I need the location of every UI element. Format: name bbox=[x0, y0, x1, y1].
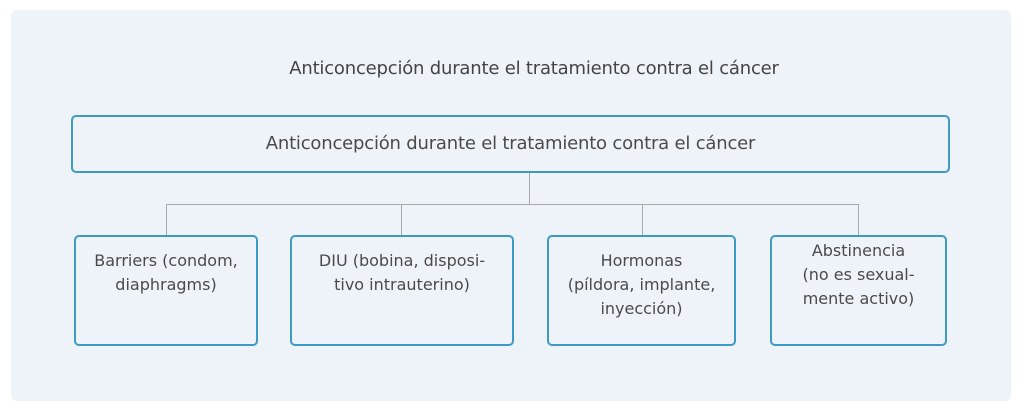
root-node-label: Anticoncepción durante el tratamiento co… bbox=[265, 133, 756, 154]
child-node-line: inyección) bbox=[600, 299, 683, 318]
child-node-abstinencia: Abstinencia (no es sexual- mente activo) bbox=[770, 235, 947, 346]
diagram-title: Anticoncepción durante el tratamiento co… bbox=[289, 58, 779, 79]
child-node-line: diaphragms) bbox=[115, 275, 217, 294]
child-node-line: (píldora, implante, bbox=[567, 275, 716, 294]
connector-drop-1 bbox=[166, 204, 167, 235]
connector-drop-4 bbox=[858, 204, 859, 235]
child-node-line: (no es sexual- bbox=[802, 265, 915, 284]
child-node-barriers: Barriers (condom, diaphragms) bbox=[74, 235, 258, 346]
child-node-line: Abstinencia bbox=[811, 241, 906, 260]
child-node-diu: DIU (bobina, disposi- tivo intrauterino) bbox=[290, 235, 514, 346]
connector-horizontal bbox=[166, 204, 859, 205]
child-node-line: Hormonas bbox=[600, 251, 683, 270]
root-node: Anticoncepción durante el tratamiento co… bbox=[71, 115, 950, 173]
child-node-hormonas: Hormonas (píldora, implante, inyección) bbox=[547, 235, 736, 346]
connector-root-vertical bbox=[529, 173, 530, 204]
connector-drop-3 bbox=[642, 204, 643, 235]
child-node-line: tivo intrauterino) bbox=[334, 275, 470, 294]
child-node-line: mente activo) bbox=[802, 289, 915, 308]
connector-drop-2 bbox=[401, 204, 402, 235]
child-node-line: Barriers (condom, bbox=[94, 251, 238, 270]
child-node-line: DIU (bobina, disposi- bbox=[318, 251, 486, 270]
